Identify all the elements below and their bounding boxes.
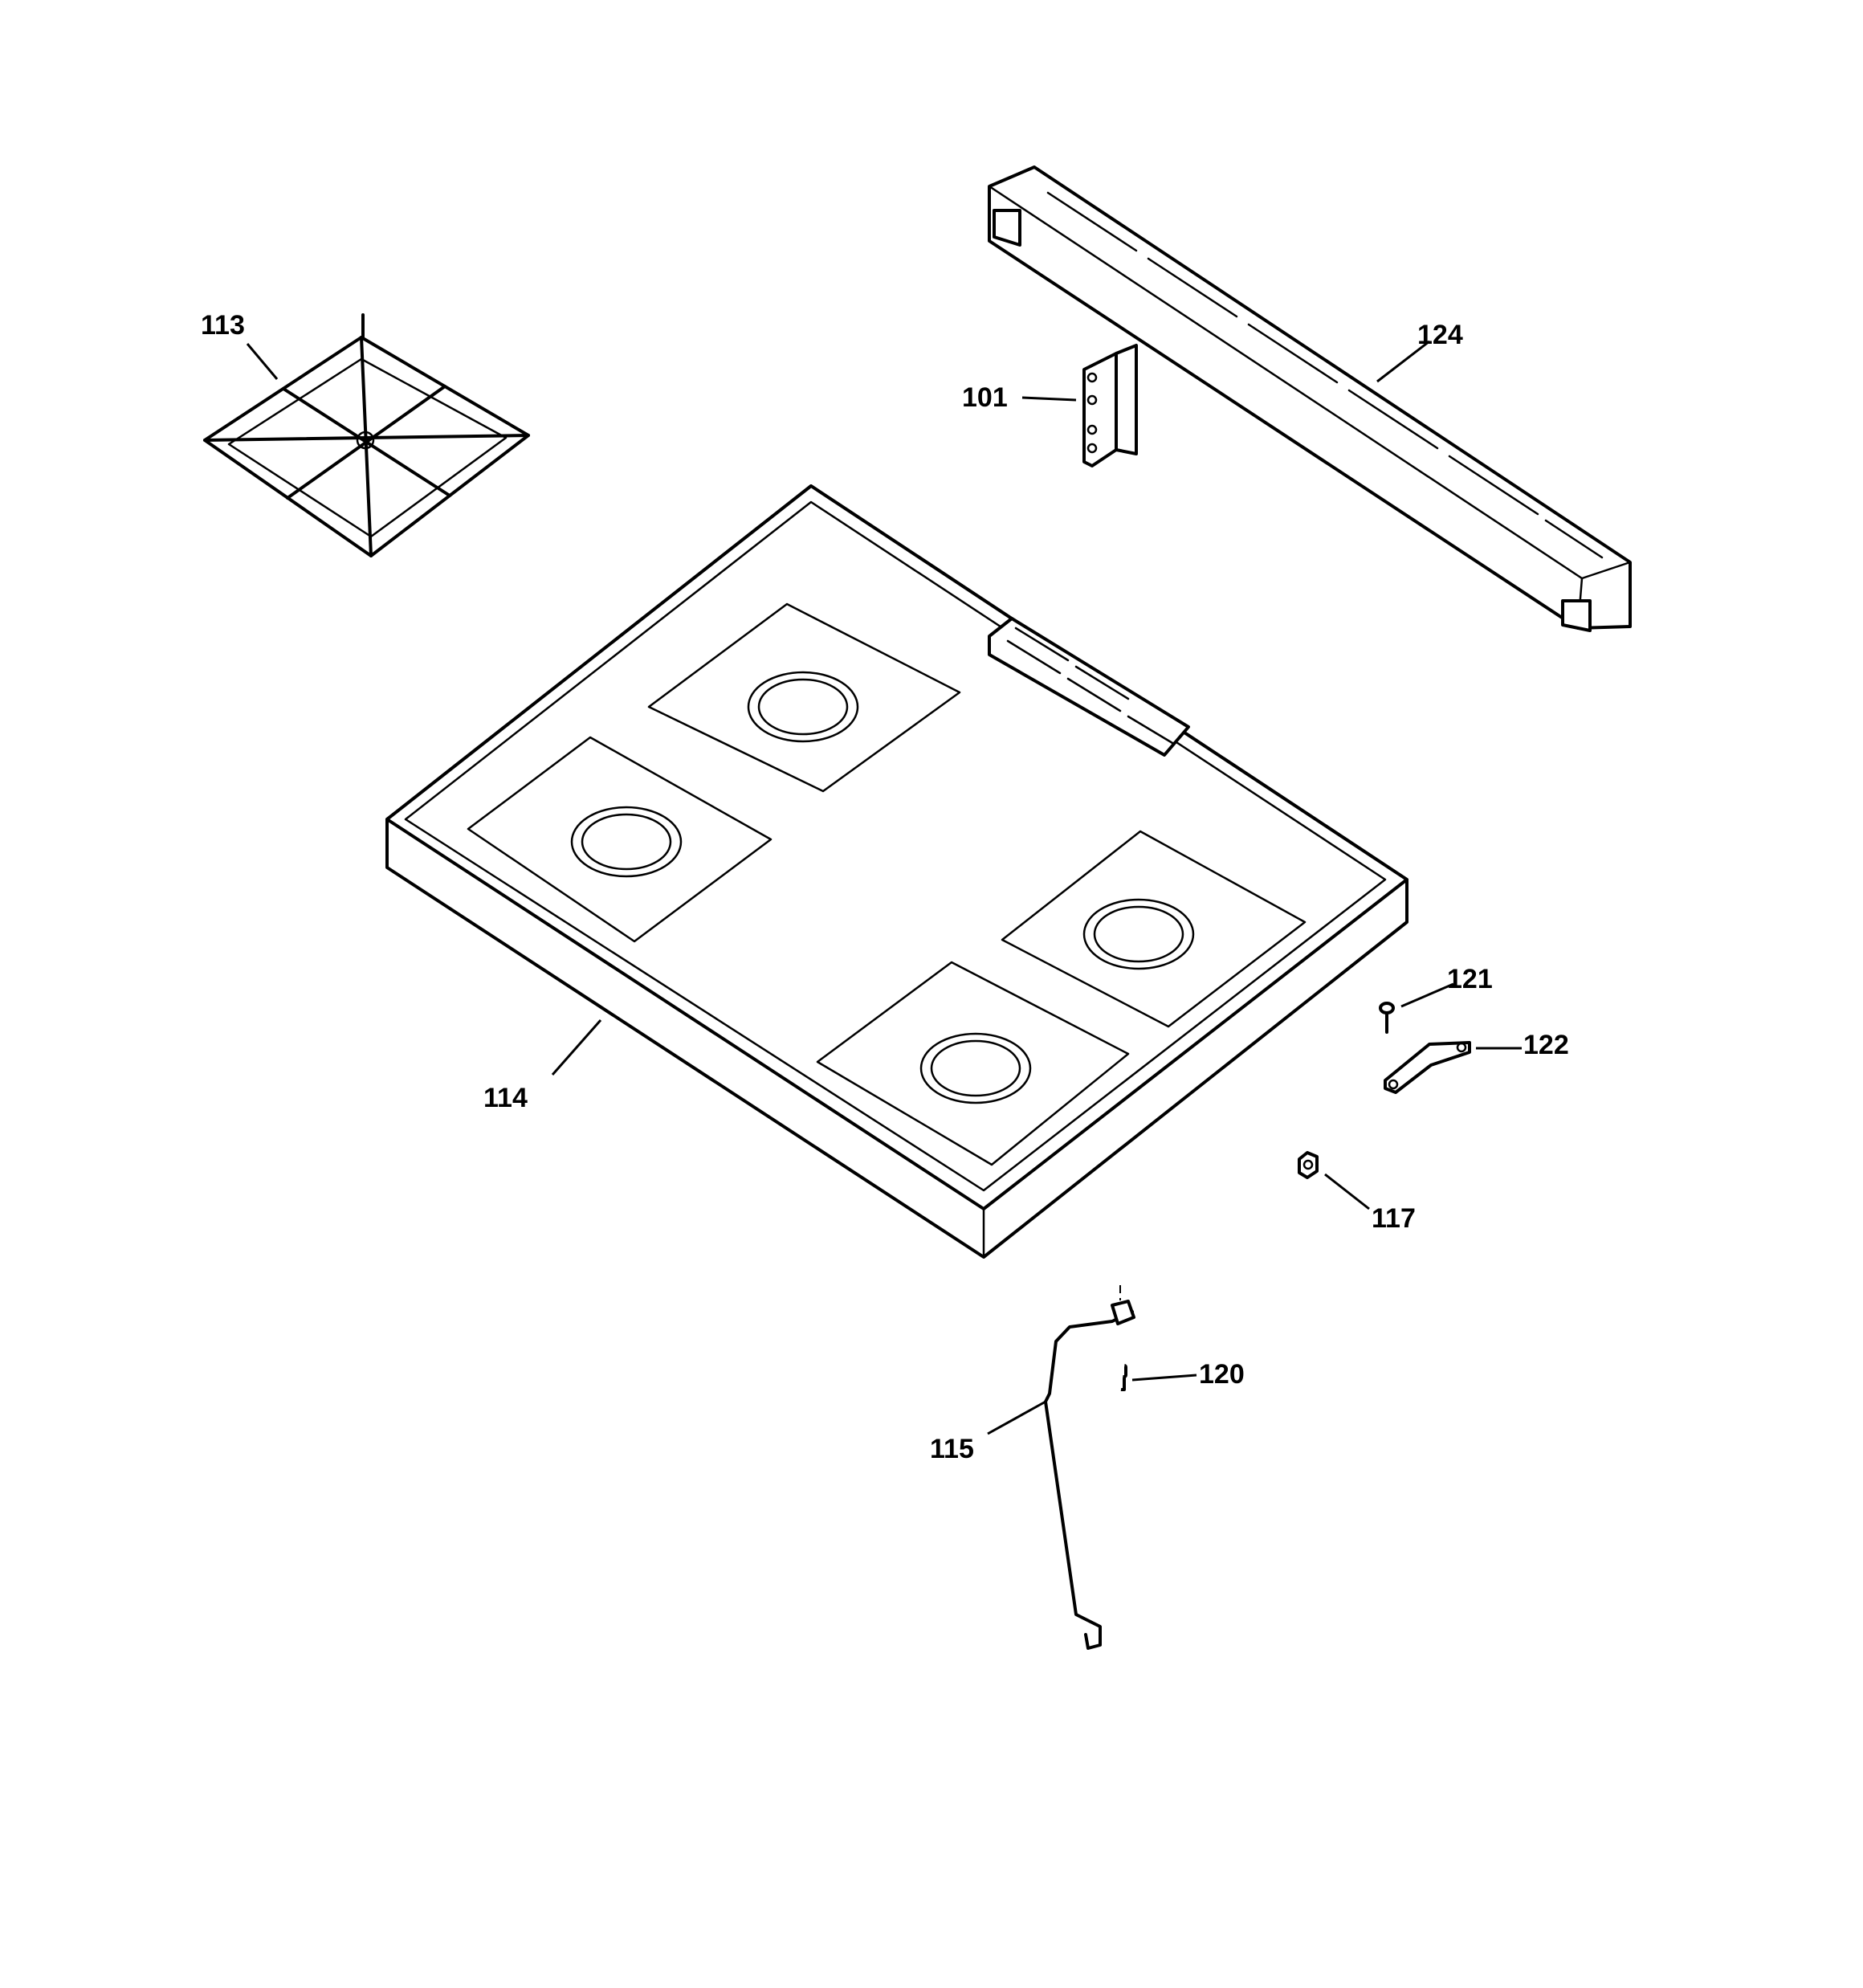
vent-trim bbox=[988, 165, 1632, 632]
callout-122: 122 bbox=[1523, 1030, 1569, 1060]
screw bbox=[1379, 1002, 1395, 1034]
cooktop bbox=[385, 484, 1408, 1259]
leader-lines bbox=[246, 340, 1522, 1435]
support-rod bbox=[1044, 1300, 1135, 1650]
cooktop-vent bbox=[988, 617, 1190, 757]
left-burner-well-rear bbox=[647, 602, 961, 793]
callout-115: 115 bbox=[930, 1434, 974, 1464]
right-burner-well-front bbox=[816, 961, 1130, 1166]
nut bbox=[1298, 1151, 1319, 1179]
callout-120: 120 bbox=[1199, 1359, 1245, 1390]
right-burner-well-rear bbox=[1001, 830, 1307, 1028]
clip bbox=[1384, 1041, 1471, 1094]
callout-114: 114 bbox=[483, 1083, 528, 1113]
callout-124: 124 bbox=[1417, 320, 1463, 350]
callout-121: 121 bbox=[1447, 964, 1493, 994]
callout-117: 117 bbox=[1372, 1203, 1416, 1234]
left-burner-well-front bbox=[467, 736, 773, 943]
callout-113: 113 bbox=[201, 310, 245, 341]
bracket bbox=[1082, 344, 1138, 467]
burner-grate bbox=[203, 313, 530, 557]
callout-101: 101 bbox=[962, 382, 1008, 413]
